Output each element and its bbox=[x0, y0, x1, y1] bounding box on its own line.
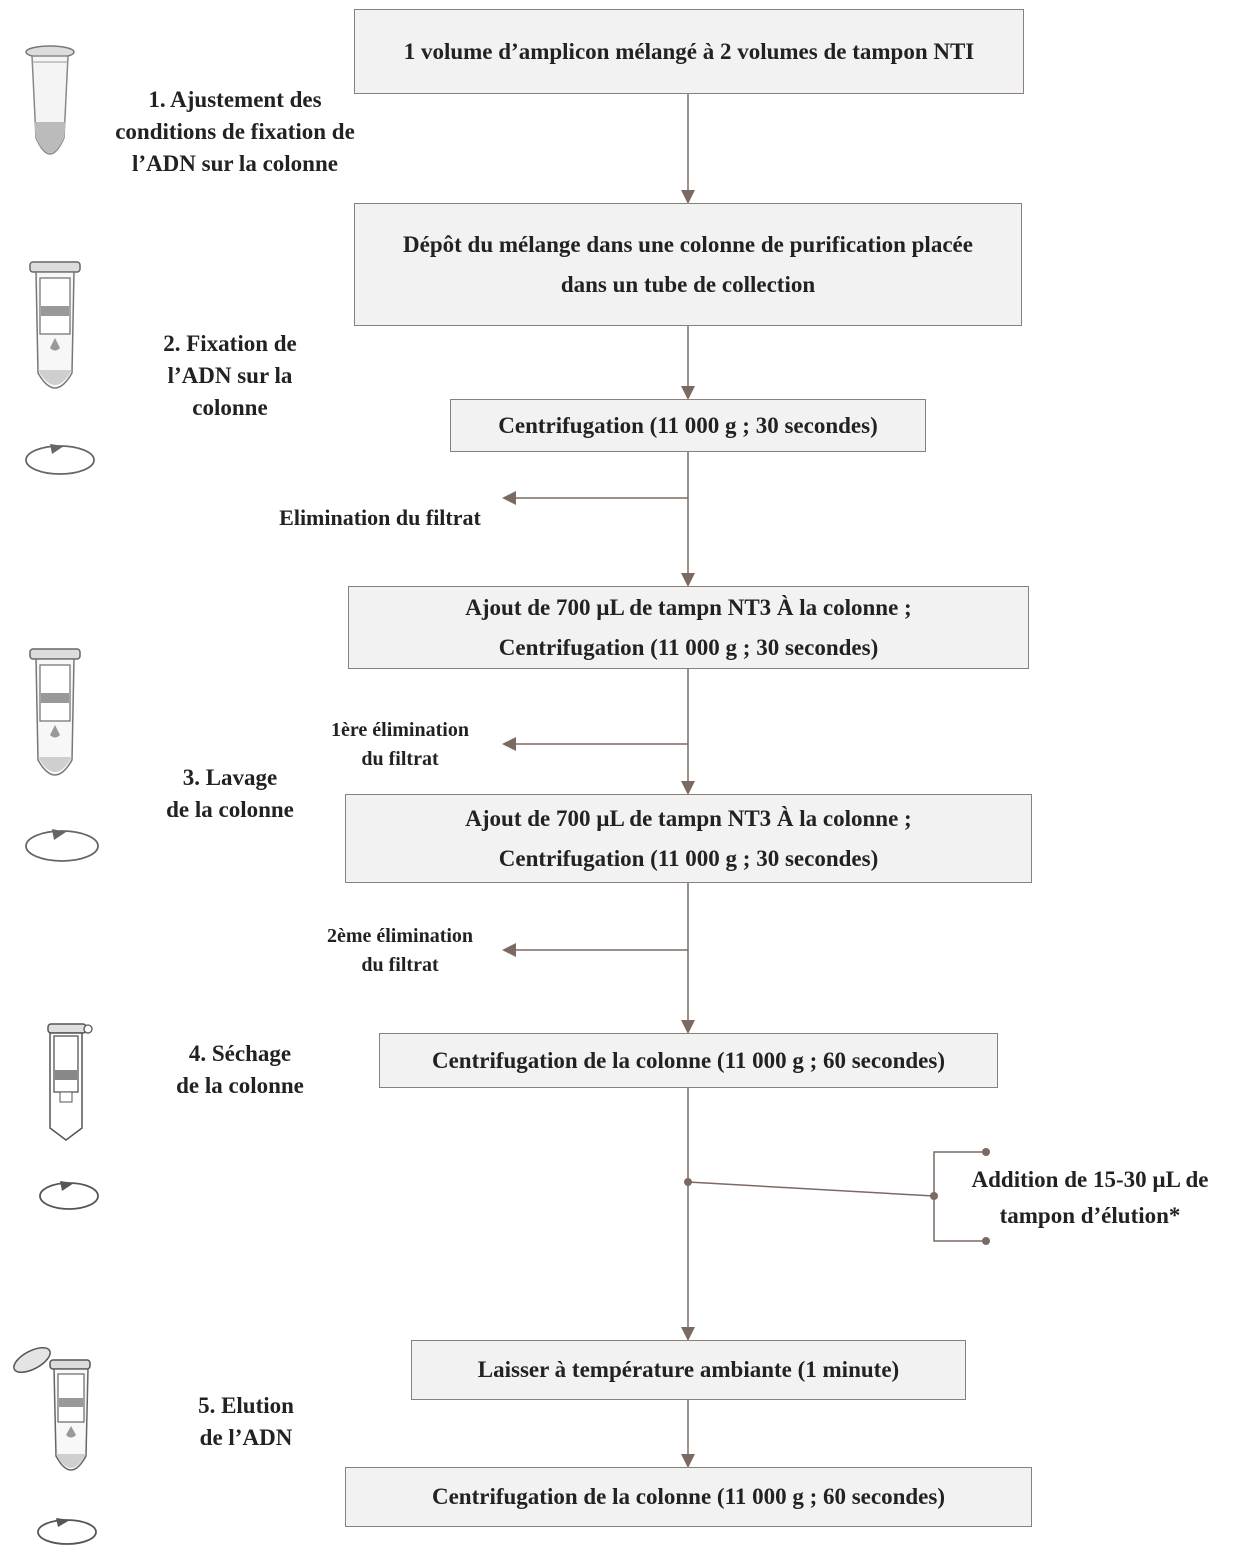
step-4-title: 4. Séchage de la colonne bbox=[176, 1041, 304, 1098]
spin-column-icon bbox=[29, 648, 81, 776]
spin-column-icon bbox=[47, 1023, 93, 1141]
label-elimination-filtrate: Elimination du filtrat bbox=[279, 505, 481, 530]
box-elution-centrifugation: Centrifugation de la colonne (11 000 g ;… bbox=[345, 1467, 1032, 1527]
centrifuge-rotation-icon bbox=[25, 444, 95, 475]
open-tube-icon bbox=[13, 1346, 91, 1471]
label-elution-buffer-addition: Addition de 15-30 µL de tampon d’élution… bbox=[971, 1167, 1209, 1228]
box-room-temperature: Laisser à température ambiante (1 minute… bbox=[411, 1340, 966, 1400]
label-second-elimination: 2ème élimination du filtrat bbox=[326, 925, 474, 976]
step-5-title: 5. Elution de l’ADN bbox=[198, 1393, 294, 1450]
step-3-title: 3. Lavage de la colonne bbox=[166, 765, 294, 822]
label-first-elimination: 1ère élimination du filtrat bbox=[331, 719, 469, 770]
step-2-title: 2. Fixation de l’ADN sur la colonne bbox=[163, 331, 297, 420]
box-amplicon-mix: 1 volume d’amplicon mélangé à 2 volumes … bbox=[354, 9, 1024, 94]
centrifuge-rotation-icon bbox=[39, 1181, 99, 1210]
spin-column-icon bbox=[29, 261, 81, 389]
box-wash-1: Ajout de 700 µL de tampn NT3 À la colonn… bbox=[348, 586, 1029, 669]
centrifuge-rotation-icon bbox=[25, 829, 99, 862]
box-drying-centrifugation: Centrifugation de la colonne (11 000 g ;… bbox=[379, 1033, 998, 1088]
centrifuge-rotation-icon bbox=[37, 1518, 97, 1545]
microtube-icon bbox=[25, 45, 75, 155]
box-centrifugation-1: Centrifugation (11 000 g ; 30 secondes) bbox=[450, 399, 926, 452]
box-deposit-column: Dépôt du mélange dans une colonne de pur… bbox=[354, 203, 1022, 326]
addition-connector bbox=[687, 1181, 935, 1197]
box-wash-2: Ajout de 700 µL de tampn NT3 À la colonn… bbox=[345, 794, 1032, 883]
step-1-title: 1. Ajustement des conditions de fixation… bbox=[115, 87, 355, 176]
